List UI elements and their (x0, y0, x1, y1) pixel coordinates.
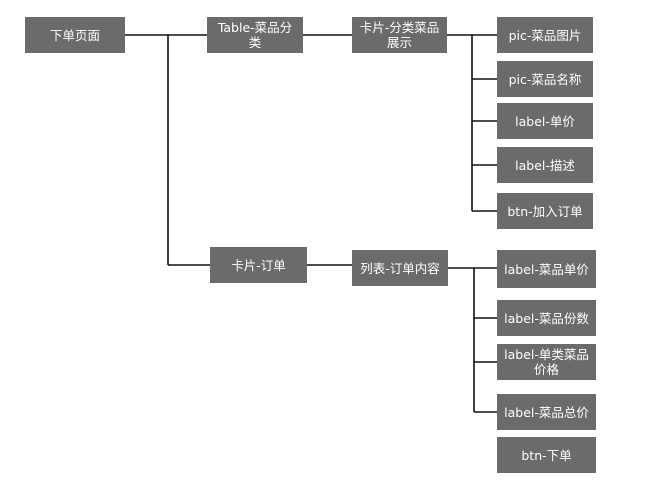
node-list-order: 列表-订单内容 (352, 250, 448, 286)
node-label-price: label-单价 (497, 103, 593, 139)
node-label-count: label-菜品份数 (497, 300, 596, 336)
node-label-total: label-菜品总价 (497, 394, 596, 430)
node-card-dishes: 卡片-分类菜品展示 (352, 17, 447, 53)
node-label-unit-price: label-菜品单价 (497, 250, 596, 288)
node-pic-name: pic-菜品名称 (497, 61, 593, 97)
node-pic-image: pic-菜品图片 (497, 17, 593, 53)
node-root: 下单页面 (25, 17, 125, 53)
node-btn-place-order: btn-下单 (497, 437, 596, 473)
node-table-category: Table-菜品分类 (207, 17, 303, 53)
node-card-order: 卡片-订单 (210, 247, 307, 283)
node-label-subtotal: label-单类菜品价格 (497, 344, 596, 380)
node-btn-add-order: btn-加入订单 (497, 193, 593, 229)
node-label-desc: label-描述 (497, 147, 593, 183)
